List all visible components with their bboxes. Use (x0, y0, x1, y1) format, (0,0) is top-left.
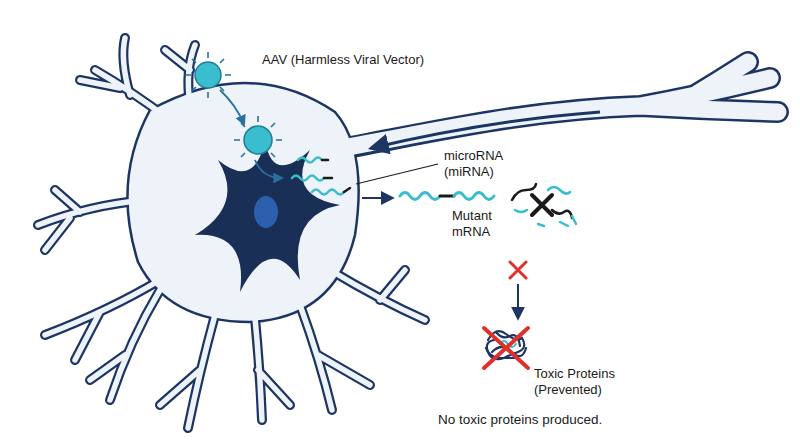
mirna-strand (312, 190, 344, 195)
neurite-outline (38, 38, 778, 428)
cleaved-mrna (548, 187, 570, 194)
caption-note: No toxic proteins produced. (438, 412, 678, 428)
cell-body (127, 83, 358, 322)
neurite-fill (80, 38, 195, 120)
mutant-mrna (454, 193, 494, 200)
mutant-mrna (440, 195, 454, 198)
aav-particle (185, 52, 231, 98)
mrna-label: Mutant mRNA (452, 208, 508, 240)
aav-particle (234, 116, 282, 157)
neurite-fill (300, 270, 425, 410)
leader-line (356, 164, 438, 184)
aav-particle (185, 52, 282, 157)
mirna-strand (344, 188, 350, 192)
cleaved-mrna (538, 216, 576, 226)
cleaved-mrna (512, 184, 576, 226)
nucleus (254, 196, 278, 228)
neurite-fill (160, 315, 290, 428)
mirna-label: microRNA (miRNA) (444, 148, 516, 180)
mirna-strand (322, 159, 328, 162)
mirna-strand (324, 177, 332, 180)
neurite-outline (160, 315, 290, 428)
cleaved-mrna (532, 195, 552, 215)
neurite-fill (38, 38, 425, 428)
neurite-outline (45, 280, 160, 400)
neurite-fill (330, 62, 778, 150)
soma (195, 140, 340, 292)
neurite-outline (38, 38, 425, 428)
cleaved-mrna (515, 210, 527, 212)
aav-particle (244, 126, 272, 154)
release-arrow (255, 160, 282, 178)
transport-arrow (372, 112, 600, 148)
block-arrow (517, 284, 519, 318)
mirna-strand (292, 158, 350, 195)
cleaved-mrna (552, 210, 572, 218)
binding-arrow (362, 197, 392, 199)
neurite-fill (45, 280, 160, 400)
aav-particle (195, 62, 221, 88)
mirna-strand (292, 176, 324, 181)
block-mark (510, 262, 526, 278)
mutant-mrna (400, 193, 440, 200)
neurite-fill (38, 38, 778, 428)
mirna-strand (298, 158, 322, 163)
entry-arrow (220, 90, 244, 124)
mutant-mrna (400, 193, 494, 200)
protein-label: Toxic Proteins (Prevented) (534, 366, 644, 398)
prevented-mark (484, 328, 528, 368)
vector-label: AAV (Harmless Viral Vector) (262, 52, 462, 68)
neurite-fill (38, 190, 145, 250)
